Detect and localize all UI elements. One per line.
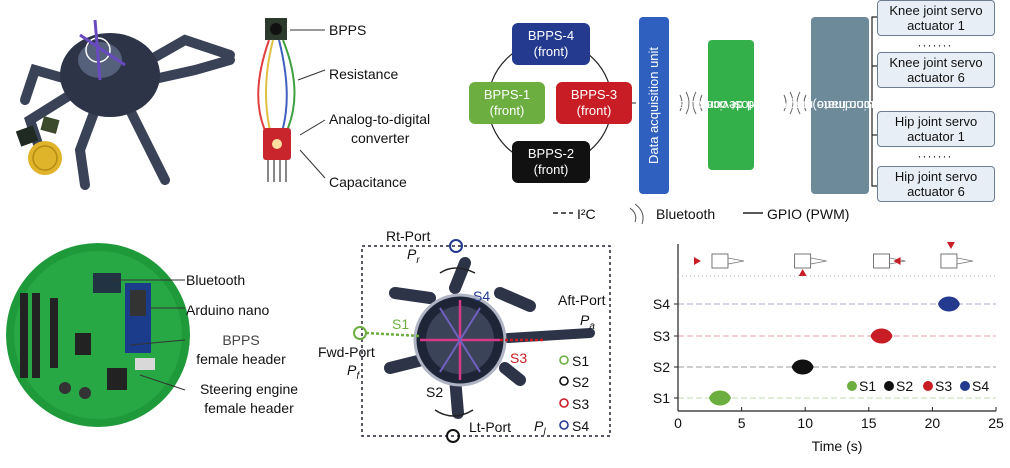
signal-peak-s1	[708, 390, 731, 406]
node-bpps-3: BPPS-3(front)	[556, 82, 632, 124]
label-steering-1: Steering engine	[199, 381, 299, 397]
label-bluetooth: Bluetooth	[186, 272, 246, 288]
gait-icon-s2	[794, 253, 827, 276]
label-aft-port: Aft-Port	[558, 292, 606, 308]
label-lt-port: Lt-Port	[469, 419, 512, 435]
legend-dot-s2	[884, 381, 894, 391]
label-bpps-header-2: female header	[196, 351, 286, 367]
data-acquisition-unit: Data acquisition unit	[639, 17, 669, 194]
x-axis-label: Time (s)	[812, 438, 863, 454]
label-bpps: BPPS	[329, 22, 367, 38]
legend-dot-s1	[847, 381, 857, 391]
node-bpps-1: BPPS-1(front)	[469, 82, 545, 124]
signal-peak-s2	[791, 359, 814, 375]
label-robot-s2: S2	[426, 384, 444, 400]
x-tick-label: 0	[674, 415, 682, 431]
legend-label-s1: S1	[859, 378, 876, 394]
hip-ellipsis: ·······	[917, 149, 953, 163]
label-pl: Pl	[534, 418, 546, 438]
label-pa: Pa	[580, 312, 595, 332]
robot-legend-s4: S4	[572, 418, 590, 434]
robot-top-view	[353, 239, 611, 443]
node-bpps-4: BPPS-4(front)	[512, 23, 590, 65]
robot-legend-s1: S1	[572, 353, 590, 369]
x-tick-label: 5	[738, 415, 746, 431]
legend-dot-s4	[960, 381, 970, 391]
label-steering-2: female header	[204, 400, 294, 416]
y-tick-label: S2	[653, 359, 670, 375]
sensor-photo	[257, 18, 296, 182]
signal-peak-s4	[937, 296, 960, 312]
label-fwd-port: Fwd-Port	[318, 344, 375, 360]
label-robot-s1: S1	[392, 316, 410, 332]
x-tick-label: 20	[925, 415, 941, 431]
sensor-leader-lines	[290, 29, 326, 179]
label-robot-s4: S4	[473, 288, 491, 304]
legend-label-s2: S2	[896, 378, 913, 394]
legend-label-s3: S3	[935, 378, 952, 394]
y-tick-label: S1	[653, 390, 670, 406]
label-pr: Pr	[407, 246, 420, 266]
host-computer: Host computer(Android devices)	[674, 40, 797, 170]
board-leader-lines	[110, 279, 186, 391]
label-pf: Pf	[347, 362, 360, 382]
node-bpps-2: BPPS-2(front)	[512, 141, 590, 183]
gait-icon-s3	[873, 253, 906, 269]
label-arduino-nano: Arduino nano	[186, 302, 270, 318]
label-adc-1: Analog-to-digital	[329, 111, 431, 127]
x-tick-label: 10	[797, 415, 813, 431]
legend-label-s4: S4	[972, 378, 989, 394]
gait-icon-s4	[940, 242, 974, 269]
label-adc-2: converter	[351, 130, 410, 146]
label-resistance: Resistance	[329, 66, 399, 82]
y-tick-label: S3	[653, 328, 670, 344]
robot-photo	[15, 19, 235, 190]
x-tick-label: 25	[988, 415, 1004, 431]
pcb-board-photo	[6, 243, 190, 427]
label-bpps-header-1: BPPS	[222, 332, 260, 348]
signal-peak-s3	[870, 328, 893, 344]
robot-legend-s2: S2	[572, 374, 590, 390]
x-tick-label: 15	[861, 415, 877, 431]
subordinate-machine: Subordinate machine(Arduino nano)	[764, 17, 898, 194]
gait-icon-s1	[693, 253, 745, 269]
y-tick-label: S4	[653, 296, 670, 312]
label-robot-s3: S3	[510, 350, 528, 366]
chart-gait-icons	[693, 242, 974, 276]
legend-bluetooth: Bluetooth	[656, 206, 716, 222]
label-rt-port: Rt-Port	[386, 228, 431, 244]
legend-gpio: GPIO (PWM)	[767, 206, 850, 222]
legend-dot-s3	[923, 381, 933, 391]
robot-legend-s3: S3	[572, 396, 590, 412]
label-capacitance: Capacitance	[329, 174, 407, 190]
knee-ellipsis: ·······	[917, 38, 953, 52]
legend-i2c: I²C	[577, 206, 596, 222]
